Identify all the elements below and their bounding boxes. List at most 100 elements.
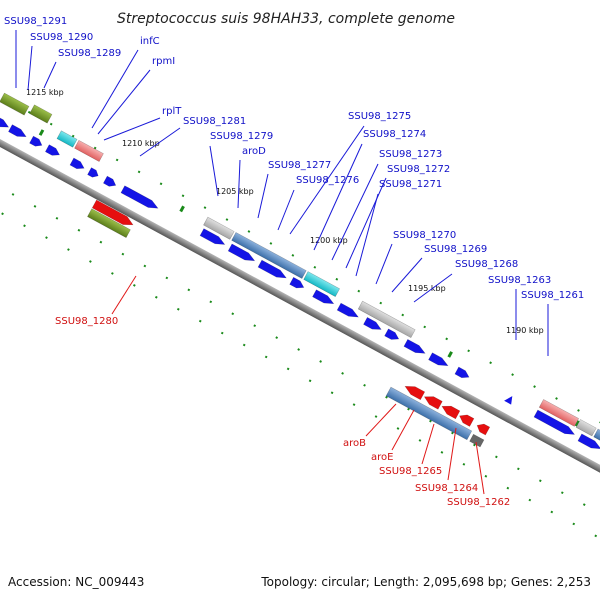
gc-dot bbox=[582, 503, 586, 506]
grey-feature bbox=[203, 216, 235, 240]
gc-dot bbox=[374, 415, 378, 418]
grey-feature bbox=[575, 419, 597, 437]
gc-dot bbox=[506, 486, 510, 490]
gc-dot bbox=[45, 236, 48, 239]
gc-dot bbox=[247, 230, 251, 233]
gc-dot bbox=[357, 289, 361, 293]
gene-label-reverse: SSU98_1264 bbox=[415, 483, 478, 494]
steelblue-feature bbox=[385, 386, 473, 441]
leader-line bbox=[355, 193, 379, 277]
gc-dot bbox=[11, 193, 15, 196]
map-title: Streptococcus suis 98HAH33, complete gen… bbox=[117, 11, 455, 27]
cds-forward bbox=[199, 228, 226, 245]
gc-dot bbox=[71, 134, 75, 138]
gc-dot bbox=[286, 367, 290, 371]
kbp-label: 1205 kbp bbox=[216, 187, 254, 196]
leader-line bbox=[365, 403, 397, 437]
feature-track bbox=[0, 92, 600, 566]
gc-dot bbox=[77, 228, 81, 232]
cds-forward bbox=[120, 185, 159, 209]
kbp-tick bbox=[447, 351, 453, 358]
gene-label-forward: aroD bbox=[242, 146, 266, 157]
genome-backbone bbox=[0, 130, 600, 566]
leader-line bbox=[27, 45, 33, 91]
leader-line bbox=[421, 423, 435, 465]
leader-line bbox=[375, 243, 393, 285]
gene-label-reverse: SSU98_1265 bbox=[379, 466, 442, 477]
leader-line bbox=[391, 409, 415, 451]
gc-dot bbox=[121, 252, 125, 256]
gc-dot bbox=[231, 312, 235, 316]
gc-dot bbox=[423, 325, 427, 329]
gc-dot bbox=[297, 348, 300, 351]
gene-label-forward: SSU98_1261 bbox=[521, 290, 584, 301]
gc-dot bbox=[55, 216, 59, 220]
gc-dot bbox=[269, 242, 273, 245]
cds-forward bbox=[8, 124, 27, 137]
cds-reverse bbox=[459, 414, 475, 427]
cds-forward bbox=[69, 157, 85, 169]
gene-label-forward: SSU98_1273 bbox=[379, 149, 442, 160]
gene-label-forward: SSU98_1270 bbox=[393, 230, 456, 241]
gc-dot bbox=[440, 451, 444, 454]
gc-dot bbox=[176, 307, 180, 311]
cyan-feature bbox=[56, 130, 78, 148]
gc-dot bbox=[132, 284, 136, 287]
gene-label-reverse: SSU98_1280 bbox=[55, 316, 118, 327]
gc-dot bbox=[203, 206, 207, 210]
gene-label-forward: SSU98_1268 bbox=[455, 259, 518, 270]
gc-dot bbox=[341, 372, 344, 375]
kbp-label: 1210 kbp bbox=[122, 139, 160, 148]
gc-dot bbox=[33, 205, 37, 208]
gc-dot bbox=[275, 336, 279, 339]
cds-reverse bbox=[91, 199, 134, 226]
leader-line bbox=[313, 143, 363, 251]
gc-dot bbox=[445, 337, 449, 341]
leader-line bbox=[103, 117, 161, 141]
gc-dot bbox=[462, 462, 466, 466]
gene-label-reverse: aroE bbox=[371, 452, 393, 463]
gc-dot bbox=[489, 361, 492, 365]
gc-dot bbox=[89, 260, 92, 263]
gc-dot bbox=[330, 391, 334, 395]
gc-dot bbox=[396, 427, 400, 430]
olive-feature bbox=[87, 208, 131, 238]
gc-dot bbox=[137, 170, 141, 174]
gc-dot bbox=[555, 397, 558, 400]
leader-line bbox=[43, 61, 57, 89]
gc-dot bbox=[187, 288, 191, 292]
gc-dot bbox=[308, 379, 312, 383]
leader-line bbox=[139, 127, 181, 157]
kbp-tick bbox=[38, 129, 45, 136]
cds-forward bbox=[336, 302, 359, 318]
leader-line bbox=[331, 163, 379, 261]
gene-label-forward: SSU98_1290 bbox=[30, 32, 93, 43]
gc-dot bbox=[93, 146, 97, 150]
cds-reverse bbox=[404, 385, 426, 401]
gc-dot bbox=[198, 319, 202, 323]
gene-label-reverse: SSU98_1262 bbox=[447, 497, 510, 508]
gene-label-forward: SSU98_1275 bbox=[348, 111, 411, 122]
gc-dot bbox=[220, 331, 224, 335]
strand-marker bbox=[504, 396, 513, 405]
cds-forward bbox=[384, 328, 400, 340]
gc-dot bbox=[467, 349, 470, 353]
gc-dot bbox=[111, 272, 114, 275]
cds-reverse bbox=[476, 423, 491, 436]
gc-dot bbox=[451, 431, 454, 435]
gc-dot bbox=[352, 403, 356, 407]
cds-forward bbox=[428, 352, 449, 367]
gene-label-forward: SSU98_1276 bbox=[296, 175, 359, 186]
gene-label-forward: SSU98_1274 bbox=[363, 129, 426, 140]
leader-line bbox=[91, 49, 139, 129]
gene-label-forward: rplT bbox=[162, 106, 182, 117]
dark-feature bbox=[469, 433, 485, 448]
gc-dot bbox=[291, 254, 295, 257]
gc-dot bbox=[418, 439, 422, 442]
gc-dot bbox=[495, 455, 498, 459]
gc-dot bbox=[379, 301, 383, 305]
gene-label-forward: rpmI bbox=[152, 56, 175, 67]
gc-dot bbox=[67, 248, 70, 251]
gc-dot bbox=[23, 224, 26, 228]
